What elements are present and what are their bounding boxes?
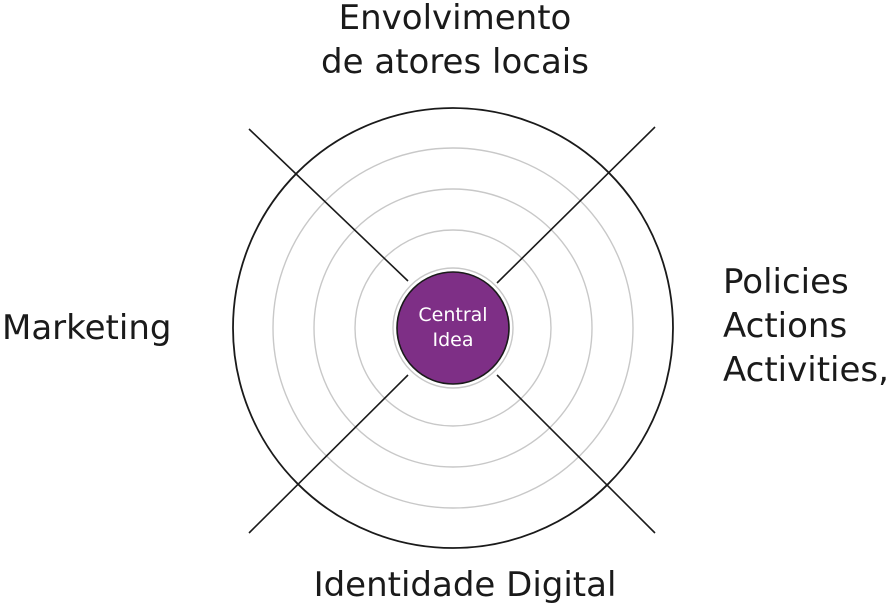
axis-line-bottom-right [496, 374, 656, 534]
inner-ring-1 [272, 147, 634, 509]
inner-ring-4 [392, 267, 514, 389]
concentric-rings [232, 107, 674, 549]
central-idea-node [396, 271, 510, 385]
label-bottom-line-1: Identidade Digital [313, 565, 617, 605]
central-idea-line-1: Central [418, 304, 488, 326]
central-idea-line-2: Idea [432, 329, 474, 351]
central-idea-label: Central Idea [418, 303, 487, 353]
label-bottom: Identidade Digital [314, 563, 617, 607]
label-top-line-1: Envolvimento [338, 0, 572, 38]
inner-ring-2 [313, 188, 593, 468]
label-top-line-2: de atores locais [321, 42, 589, 82]
label-right: Policies Actions Activities, [723, 260, 889, 392]
label-right-line-2: Actions [723, 306, 848, 346]
diagonal-axes [248, 126, 656, 534]
axis-line-top-left [248, 128, 409, 282]
axis-line-top-right [496, 126, 656, 284]
label-top: Envolvimento de atores locais [321, 0, 589, 84]
inner-ring-3 [354, 229, 552, 427]
label-left-line-1: Marketing [2, 308, 172, 348]
outer-ring [232, 107, 674, 549]
label-right-line-1: Policies [723, 262, 849, 302]
label-right-line-3: Activities, [723, 350, 889, 390]
axis-line-bottom-left [248, 374, 409, 534]
label-left: Marketing [2, 306, 171, 350]
